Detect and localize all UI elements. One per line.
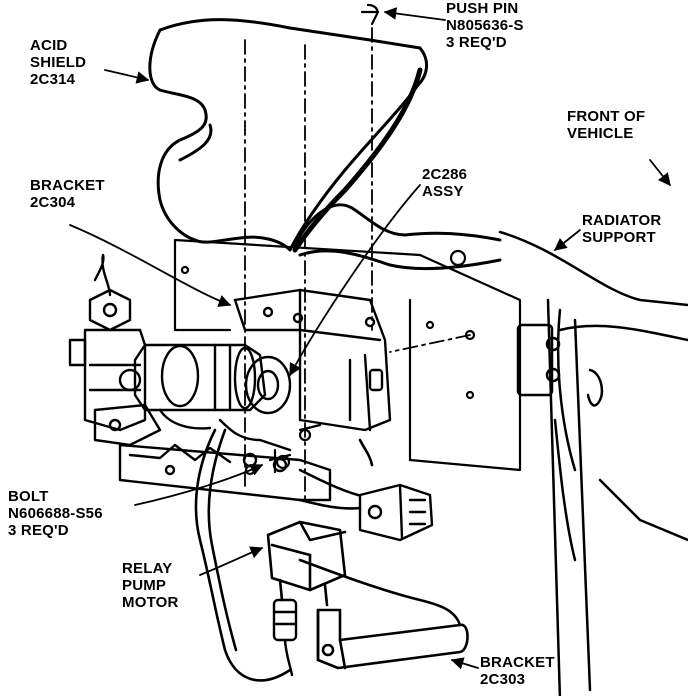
valve-body: [68, 253, 162, 447]
leader-bracket-2c304: [69, 224, 232, 307]
bracket-2c303: [298, 558, 469, 670]
leader-push-pin: [383, 7, 446, 21]
label-relay-pump-motor: RELAY PUMP MOTOR: [122, 560, 179, 611]
wiring-harness: [194, 428, 374, 682]
leader-lines: [69, 7, 671, 670]
mounting-plate: [173, 238, 522, 472]
label-bolt: BOLT N606688-S56 3 REQ'D: [8, 488, 103, 539]
bracket-2c304: [233, 288, 392, 432]
label-front-of-vehicle: FRONT OF VEHICLE: [567, 108, 646, 142]
label-acid-shield: ACID SHIELD 2C314: [30, 37, 87, 88]
relay-pump-motor: [266, 520, 347, 607]
label-2c286-assy: 2C286 ASSY: [422, 166, 468, 200]
label-push-pin: PUSH PIN N805636-S 3 REQ'D: [446, 0, 524, 51]
leader-acid-shield: [104, 69, 150, 84]
radiator-support: [498, 230, 688, 696]
leader-bolt: [134, 464, 264, 506]
relay-connector: [272, 598, 298, 677]
base-plate: [118, 418, 332, 502]
push-pin: [360, 3, 380, 26]
label-bracket-2c303: BRACKET 2C303: [480, 654, 555, 688]
label-bracket-2c304: BRACKET 2C304: [30, 177, 105, 211]
leader-radiator-support: [554, 229, 581, 251]
leader-2c286: [289, 184, 421, 377]
alignment-lines: [244, 27, 471, 501]
leader-bracket-2c303: [450, 657, 479, 670]
label-radiator-support: RADIATOR SUPPORT: [582, 212, 662, 246]
leader-front-of-vehicle: [649, 159, 671, 186]
leader-relay: [199, 546, 264, 576]
pump-motor-assembly: [133, 343, 292, 430]
acid-shield: [148, 18, 502, 271]
electrical-connector: [358, 483, 434, 542]
